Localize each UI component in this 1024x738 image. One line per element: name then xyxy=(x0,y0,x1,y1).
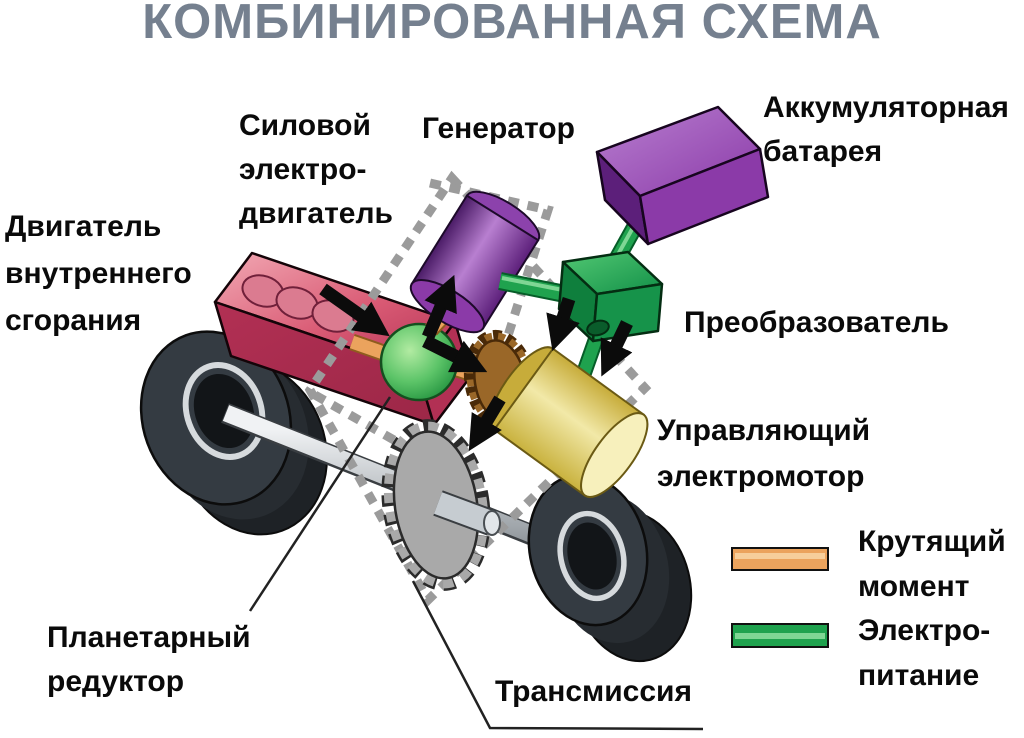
battery-side-face xyxy=(638,147,770,246)
label-converter: Преобразователь xyxy=(684,306,949,339)
transmission-gear xyxy=(381,419,491,591)
arrow-converter-to-motor-left xyxy=(546,297,580,352)
arrow-engine-to-planetary xyxy=(319,283,390,337)
motor-face-cap xyxy=(580,412,649,499)
label-combustion-engine: Двигатель внутреннего сгорания xyxy=(5,210,192,337)
battery-box xyxy=(595,105,770,246)
arrow-planetary-to-output xyxy=(422,335,488,373)
rear-rim-center xyxy=(567,522,617,590)
label-power-electric-motor: Силовой электро- двигатель xyxy=(239,109,393,230)
page-title: КОМБИНИРОВАННАЯ СХЕМА xyxy=(142,0,882,49)
converter-socket xyxy=(586,319,610,337)
planetary-callout-line xyxy=(248,396,392,612)
legend-torque-label: Крутящий момент xyxy=(858,525,1006,603)
legend-power-highlight xyxy=(735,633,825,639)
legend-torque-highlight xyxy=(735,553,825,559)
arrow-to-transmission-gear xyxy=(468,395,506,452)
arrow-planetary-to-generator xyxy=(422,274,457,340)
converter-box xyxy=(557,250,664,343)
arrow-converter-to-motor-right xyxy=(600,320,633,377)
transmission-callout-line xyxy=(411,580,704,731)
label-control-motor: Управляющий электромотор xyxy=(657,414,871,493)
legend-swatches xyxy=(731,547,829,648)
flow-arrows xyxy=(319,274,633,452)
rear-rim-ring xyxy=(557,510,627,602)
front-wheel xyxy=(139,330,328,536)
hub-sleeve xyxy=(433,490,501,536)
sleeve-cap xyxy=(483,510,501,536)
legend-power-label: Электро- питание xyxy=(858,614,991,692)
control-motor-cylinder xyxy=(489,346,649,499)
rear-wheel xyxy=(527,473,693,663)
label-generator: Генератор xyxy=(422,112,575,145)
gear-body xyxy=(392,430,480,580)
planetary-gear-ball xyxy=(379,322,459,402)
sleeve-body xyxy=(434,492,496,534)
gear-teeth xyxy=(383,421,489,589)
label-battery: Аккумуляторная батарея xyxy=(763,91,1009,168)
front-rim-ring xyxy=(182,362,266,460)
dashed-inner-edge xyxy=(428,178,554,347)
label-transmission: Трансмиссия xyxy=(495,675,692,708)
label-planetary-gear: Планетарный редуктор xyxy=(47,621,251,698)
